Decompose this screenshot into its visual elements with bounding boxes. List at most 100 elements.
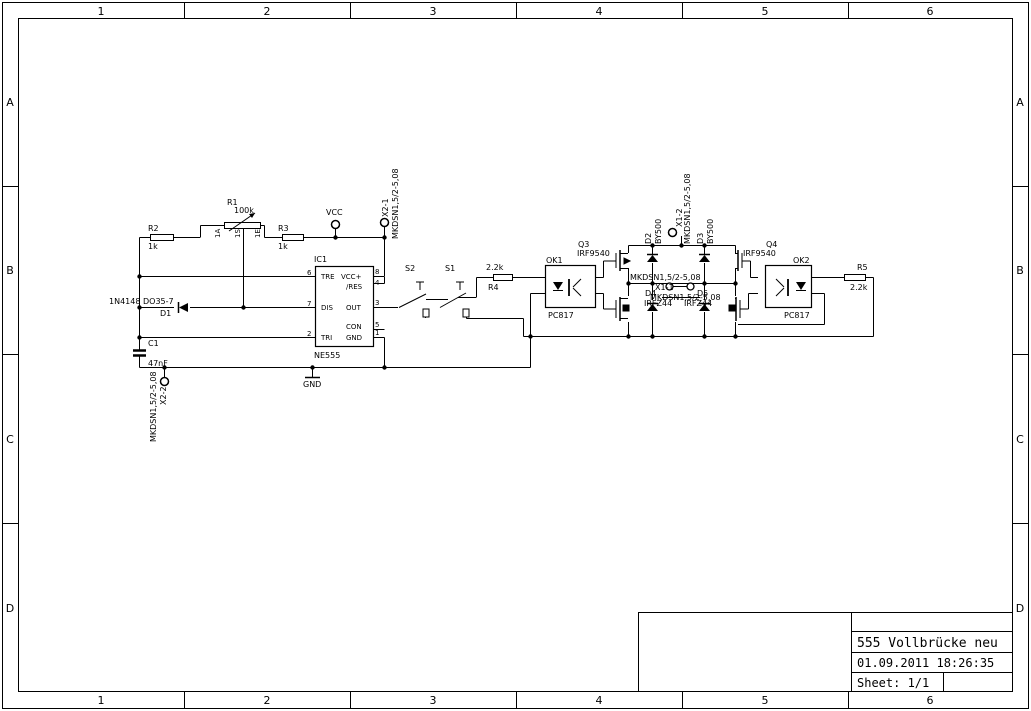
- optocoupler-ok2: OK2 PC817: [764, 256, 813, 320]
- frame-labels: 1 2 3 4 5 6 1 2 3 4 5 6 A B C D A B C D: [6, 5, 1024, 707]
- x2-2-package: MKDSN1,5/2-5,08: [149, 371, 158, 442]
- r1-value: 100k: [234, 206, 254, 215]
- col-label-bottom-6: 6: [927, 694, 934, 707]
- q-low-right-part: IRFZ44: [684, 299, 712, 308]
- ic1-ne555: IC1 NE555 TRE DIS TRI 6 7 2 VCC+ /RES OU…: [307, 255, 380, 360]
- r4-name: R4: [488, 283, 499, 292]
- ic1-pin-label-tri: TRI: [320, 334, 332, 342]
- ic1-pin-label-vcc: VCC+: [341, 273, 362, 281]
- ok2-part: PC817: [784, 311, 810, 320]
- sheet-text: Sheet: 1/1: [857, 676, 929, 690]
- mosfet-q3: Q3 IRF9540: [577, 240, 632, 271]
- r2-value: 1k: [148, 242, 158, 251]
- ic1-pin-label-gnd: GND: [346, 334, 362, 342]
- s1-name: S1: [445, 264, 455, 273]
- resistor-r5: R5 2.2k: [844, 263, 868, 292]
- d3-name: D3: [696, 233, 705, 244]
- ok1-part: PC817: [548, 311, 574, 320]
- r3-name: R3: [278, 224, 289, 233]
- col-label-bottom-5: 5: [762, 694, 769, 707]
- ground-symbol: GND: [303, 376, 321, 389]
- d3-part: BY500: [706, 219, 715, 244]
- r5-name: R5: [857, 263, 868, 272]
- ok1-name: OK1: [546, 256, 563, 265]
- gnd-label: GND: [303, 380, 321, 389]
- ic1-pin-num-8: 8: [375, 268, 379, 276]
- col-label-top-5: 5: [762, 5, 769, 18]
- col-label-bottom-4: 4: [596, 694, 603, 707]
- mosfet-low-right: IRFZ44: [684, 297, 741, 321]
- c1-value: 47nF: [148, 359, 168, 368]
- d1-part: 1N4148: [109, 297, 140, 306]
- x1-name-1: X1-1: [655, 283, 674, 292]
- potentiometer-r1: R1 100k 1A 1S 1E: [214, 198, 262, 238]
- r1-pin-a: 1A: [214, 229, 222, 238]
- r1-pin-s: 1S: [234, 229, 242, 238]
- d2-part: BY500: [654, 219, 663, 244]
- wires: [139, 225, 874, 377]
- q-low-left-part: IRFZ44: [644, 299, 672, 308]
- row-label-right-b: B: [1016, 264, 1024, 277]
- switch-s1: S1: [439, 264, 470, 318]
- d-low-left-name: D4: [645, 289, 656, 298]
- ic1-part: NE555: [314, 351, 340, 360]
- row-label-right-c: C: [1016, 433, 1024, 446]
- r1-name: R1: [227, 198, 238, 207]
- connector-x1: X1-2 MKDSN1,5/2-5,08 MKDSN1,5/2-5,08 X1-…: [630, 173, 721, 302]
- s2-name: S2: [405, 264, 415, 273]
- x1-package-top: MKDSN1,5/2-5,08: [683, 173, 692, 244]
- vcc-supply: VCC: [326, 208, 343, 230]
- d1-package: DO35-7: [143, 297, 174, 306]
- resistor-r2: R2 1k: [148, 224, 174, 251]
- diode-d1: 1N4148 DO35-7 D1: [109, 297, 188, 318]
- ic1-pin-num-2: 2: [307, 330, 311, 338]
- q4-part: IRF9540: [743, 249, 776, 258]
- connector-x2-1: X2-1 MKDSN1,5/2-5,08: [379, 168, 400, 239]
- r4-value: 2.2k: [486, 263, 504, 272]
- ic1-pin-label-out: OUT: [346, 304, 362, 312]
- x2-2-name: X2-2: [159, 386, 168, 405]
- ic1-pin-num-6: 6: [307, 269, 312, 277]
- ic1-pin-num-5: 5: [375, 321, 379, 329]
- col-label-bottom-3: 3: [430, 694, 437, 707]
- x1-package-low: MKDSN1,5/2-5,08: [650, 293, 721, 302]
- col-label-top-3: 3: [430, 5, 437, 18]
- ic1-pin-num-3: 3: [375, 299, 379, 307]
- resistor-r3: R3 1k: [278, 224, 304, 251]
- ic1-pin-num-1: 1: [375, 329, 379, 337]
- r3-value: 1k: [278, 242, 288, 251]
- capacitor-c1: C1 47nF: [133, 339, 168, 368]
- c1-name: C1: [148, 339, 159, 348]
- ic1-pin-label-res: /RES: [346, 283, 363, 291]
- col-label-top-6: 6: [927, 5, 934, 18]
- col-label-top-1: 1: [98, 5, 105, 18]
- ic1-pin-label-tre: TRE: [320, 273, 335, 281]
- col-label-bottom-2: 2: [264, 694, 271, 707]
- col-label-top-4: 4: [596, 5, 603, 18]
- connector-x2-2: X2-2 MKDSN1,5/2-5,08: [149, 371, 170, 442]
- x2-1-name: X2-1: [381, 198, 390, 217]
- row-label-left-d: D: [6, 602, 14, 615]
- ok2-name: OK2: [793, 256, 810, 265]
- q3-part: IRF9540: [577, 249, 610, 258]
- ic1-pin-label-con: CON: [346, 323, 362, 331]
- diode-low-left: D4: [645, 289, 658, 311]
- r5-value: 2.2k: [850, 283, 868, 292]
- q4-name: Q4: [766, 240, 777, 249]
- col-label-bottom-1: 1: [98, 694, 105, 707]
- ic1-name: IC1: [314, 255, 327, 264]
- r1-pin-e: 1E: [254, 229, 262, 238]
- title-block: 555 Vollbrücke neu 01.09.2011 18:26:35 S…: [638, 612, 1013, 692]
- row-label-left-a: A: [6, 96, 14, 109]
- title-text: 555 Vollbrücke neu: [857, 636, 998, 651]
- row-label-left-c: C: [6, 433, 14, 446]
- d1-name: D1: [160, 309, 171, 318]
- x2-1-package: MKDSN1,5/2-5,08: [391, 168, 400, 239]
- junctions: [137, 235, 738, 370]
- x1-name-2: X1-2: [675, 208, 684, 227]
- diode-low-right: D5: [697, 289, 710, 311]
- mosfet-q4: Q4 IRF9540: [735, 240, 777, 271]
- diode-d2: D2 BY500: [644, 219, 663, 262]
- row-label-left-b: B: [6, 264, 14, 277]
- q3-name: Q3: [578, 240, 589, 249]
